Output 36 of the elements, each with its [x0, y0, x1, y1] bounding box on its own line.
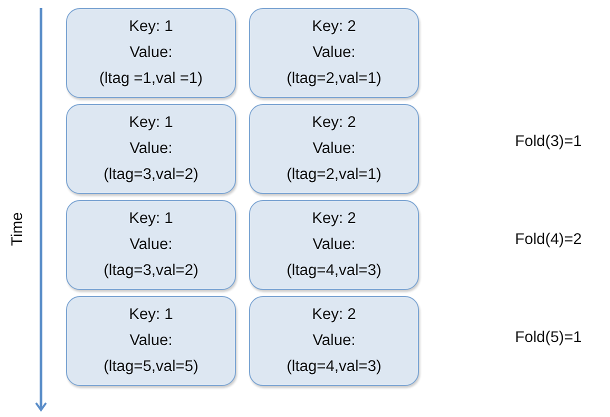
box-text: (ltag=2,val=1) — [286, 165, 382, 185]
box-text: Key: 1 — [129, 209, 173, 229]
box-text: Key: 2 — [312, 305, 356, 325]
fold-result: Fold(5)=1 — [515, 329, 582, 347]
box-text: (ltag =1,val =1) — [99, 69, 203, 89]
box-text: Value: — [130, 331, 172, 351]
box-text: (ltag=2,val=1) — [286, 69, 382, 89]
box-text: Key: 2 — [312, 17, 356, 37]
box-text: Key: 1 — [129, 113, 173, 133]
rounded-box — [66, 296, 236, 386]
axis-label: Time — [9, 211, 27, 247]
box-text: (ltag=3,val=2) — [104, 261, 198, 281]
box-text: Value: — [312, 331, 356, 351]
box-text: Key: 1 — [129, 305, 173, 325]
box-text: (ltag=4,val=3) — [286, 261, 382, 281]
box-text: Value: — [312, 43, 356, 63]
box-text: (ltag=4,val=3) — [286, 357, 382, 377]
box-text: (ltag=5,val=5) — [104, 357, 198, 377]
rounded-box — [249, 200, 419, 290]
rounded-box — [249, 8, 419, 98]
box-text: Value: — [312, 235, 356, 255]
rounded-box — [249, 296, 419, 386]
box-text: Value: — [130, 235, 172, 255]
box-text: Key: 2 — [312, 113, 356, 133]
rounded-box — [249, 104, 419, 194]
box-text: Key: 2 — [312, 209, 356, 229]
box-text: Value: — [130, 43, 172, 63]
rounded-box — [66, 104, 236, 194]
rounded-box — [66, 8, 236, 98]
box-text: Value: — [312, 139, 356, 159]
box-text: Value: — [130, 139, 172, 159]
box-text: Key: 1 — [129, 17, 173, 37]
box-text: (ltag=3,val=2) — [104, 165, 198, 185]
rounded-box — [66, 200, 236, 290]
fold-result: Fold(4)=2 — [515, 231, 582, 249]
fold-result: Fold(3)=1 — [515, 133, 582, 151]
